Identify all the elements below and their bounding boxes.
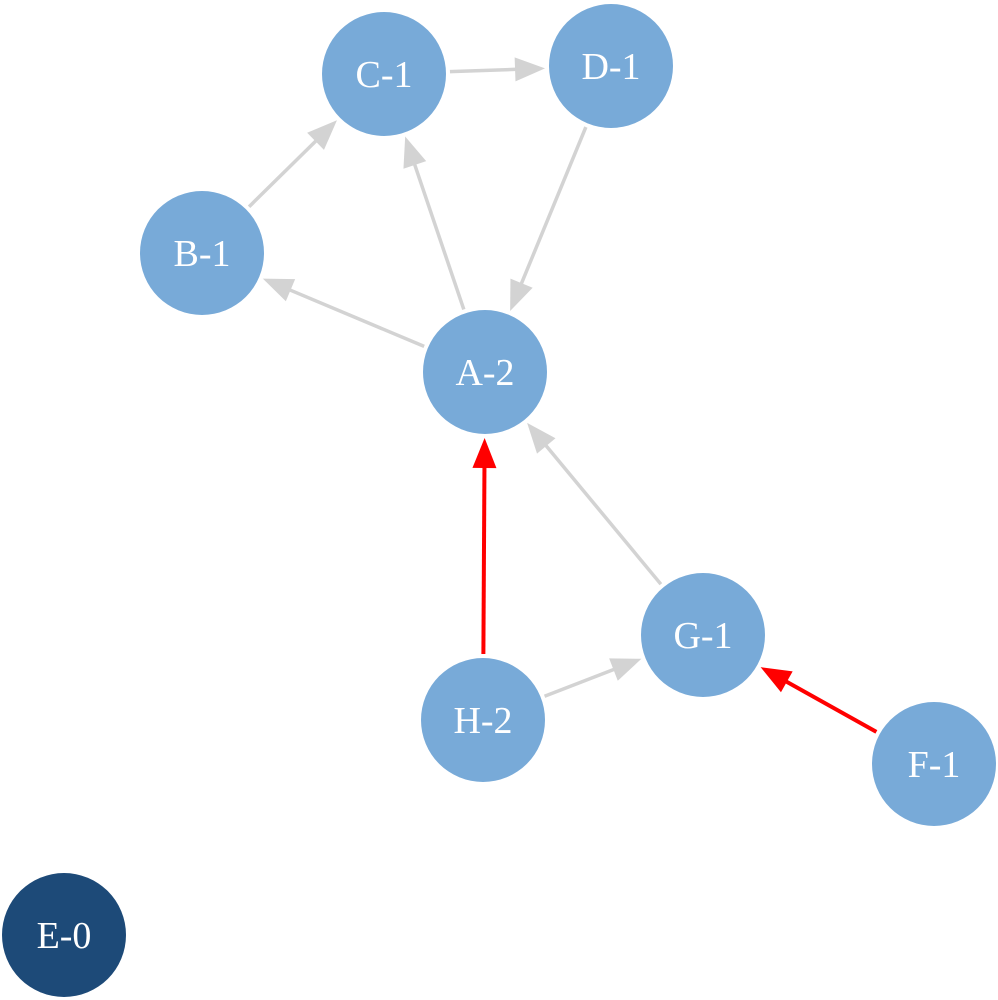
arrowhead [472,437,497,469]
arrowhead [403,136,427,169]
edge-line [543,667,616,698]
edge-a-to-c [403,136,466,311]
node-a: A-2 [423,310,547,434]
edge-line [543,443,663,586]
node-circle [140,191,264,315]
edge-line [287,287,425,349]
node-circle [2,873,126,997]
node-label: B-1 [174,233,231,275]
node-label: A-2 [455,352,514,394]
node-circle [322,12,446,136]
node-label: C-1 [356,54,413,96]
node-label: E-0 [37,915,92,957]
node-e: E-0 [2,873,126,997]
arrowhead [609,658,642,681]
edge-b-to-c [247,120,337,208]
edge-line [412,162,466,311]
edge-d-to-a [510,126,588,311]
node-c: C-1 [322,12,446,136]
edge-a-to-b [262,278,425,349]
arrowhead [510,278,533,311]
node-circle [641,573,765,697]
node-label: D-1 [581,46,640,88]
node-circle [872,702,996,826]
edge-h-to-g [543,658,642,698]
node-label: F-1 [908,744,961,786]
edge-line [449,67,518,74]
node-h: H-2 [421,658,545,782]
edge-f-to-g [760,667,878,734]
edges-layer [247,57,878,734]
edge-line [247,138,319,208]
arrowhead [307,120,337,150]
nodes-layer: A-2 B-1 C-1 D-1E-0 F-1 G-1H-2 [2,4,996,997]
arrowhead [760,667,793,693]
edge-line [519,126,588,286]
node-circle [421,658,545,782]
node-circle [423,310,547,434]
edge-line [481,465,487,655]
arrowhead [262,278,296,302]
edge-line [784,679,878,734]
edge-h-to-a [472,437,497,655]
node-b: B-1 [140,191,264,315]
arrowhead [514,57,546,82]
node-f: F-1 [872,702,996,826]
node-label: H-2 [453,700,512,742]
node-g: G-1 [641,573,765,697]
arrowhead [527,422,556,454]
node-d: D-1 [549,4,673,128]
edge-c-to-d [449,57,546,82]
edge-g-to-a [527,422,663,586]
node-circle [549,4,673,128]
node-label: G-1 [673,615,732,657]
